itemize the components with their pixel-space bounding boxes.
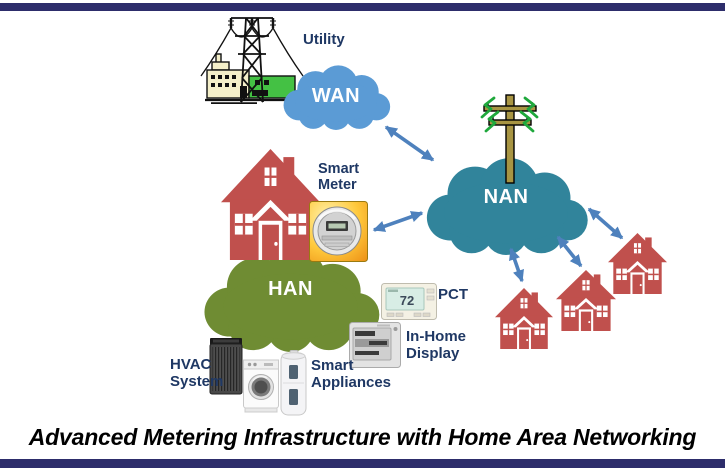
top-border-bar <box>0 3 725 11</box>
pct-label: PCT <box>438 286 468 303</box>
han-label: HAN <box>268 278 313 300</box>
bottom-border-bar <box>0 459 725 468</box>
nan-label: NAN <box>483 185 529 208</box>
nan-cloud: NAN <box>420 153 592 255</box>
hvac-label: HVAC System <box>170 356 224 390</box>
wan-label: WAN <box>311 84 361 107</box>
hvac-unit-icon <box>209 336 243 396</box>
home-icon <box>221 149 320 260</box>
neighborhood-home-2 <box>556 270 616 331</box>
utility-plant-icon <box>199 12 305 104</box>
power-pole-icon <box>462 93 557 185</box>
pct-reading: 72 <box>400 293 414 308</box>
arrow-meter-nan <box>372 211 424 232</box>
smart-meter-label: Smart Meter <box>318 161 360 194</box>
wan-cloud: WAN <box>279 62 393 130</box>
smart-appliances-label: Smart Appliances <box>311 357 392 391</box>
utility-label: Utility <box>303 31 345 48</box>
washing-machine-icon <box>243 356 279 413</box>
diagram-title: Advanced Metering Infrastructure with Ho… <box>28 424 697 450</box>
thermostat-icon: 72 <box>381 283 437 320</box>
han-cloud: HAN <box>197 243 384 352</box>
smart-meter-icon <box>309 201 368 262</box>
neighborhood-home-3 <box>608 233 667 294</box>
in-home-display-label: In-Home Display <box>406 328 466 362</box>
neighborhood-home-1 <box>495 288 553 349</box>
in-home-display-icon <box>349 322 401 368</box>
water-heater-icon <box>280 350 307 417</box>
